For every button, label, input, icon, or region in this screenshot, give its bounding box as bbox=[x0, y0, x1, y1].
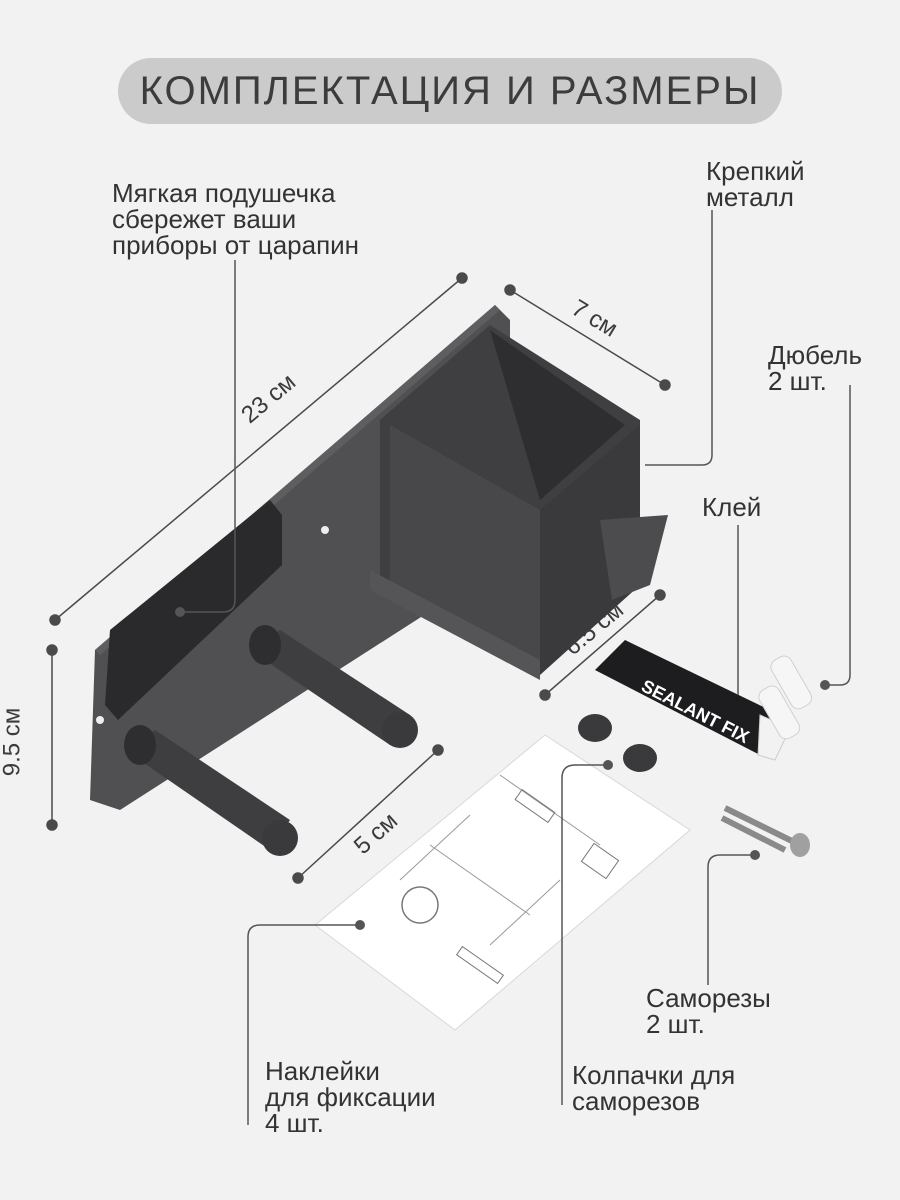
soft-pad bbox=[105, 500, 282, 720]
screws bbox=[720, 805, 810, 857]
dimension-lines bbox=[46, 272, 671, 884]
dowel-label: Дюбель 2 шт. bbox=[768, 340, 863, 396]
dimension-height: 9.5 см bbox=[0, 707, 26, 777]
soft-pad-label: Мягкая подушечка сбережет ваши приборы о… bbox=[112, 178, 360, 260]
strong-metal-label: Крепкий металл bbox=[706, 156, 805, 212]
holder-cup bbox=[370, 325, 668, 680]
screw-caps bbox=[578, 714, 657, 772]
screws-label: Саморезы 2 шт. bbox=[646, 983, 771, 1039]
dowels bbox=[758, 655, 813, 740]
title-banner: КОМПЛЕКТАЦИЯ И РАЗМЕРЫ bbox=[118, 58, 782, 124]
hooks bbox=[124, 625, 418, 856]
glue-label: Клей bbox=[702, 492, 762, 522]
stickers-label: Наклейки для фиксации 4 шт. bbox=[265, 1056, 436, 1138]
screw-caps-label: Колпачки для саморезов bbox=[572, 1060, 736, 1116]
instruction-sheet bbox=[314, 734, 691, 1031]
page-title: КОМПЛЕКТАЦИЯ И РАЗМЕРЫ bbox=[139, 68, 761, 113]
leader-lines bbox=[175, 210, 851, 1125]
